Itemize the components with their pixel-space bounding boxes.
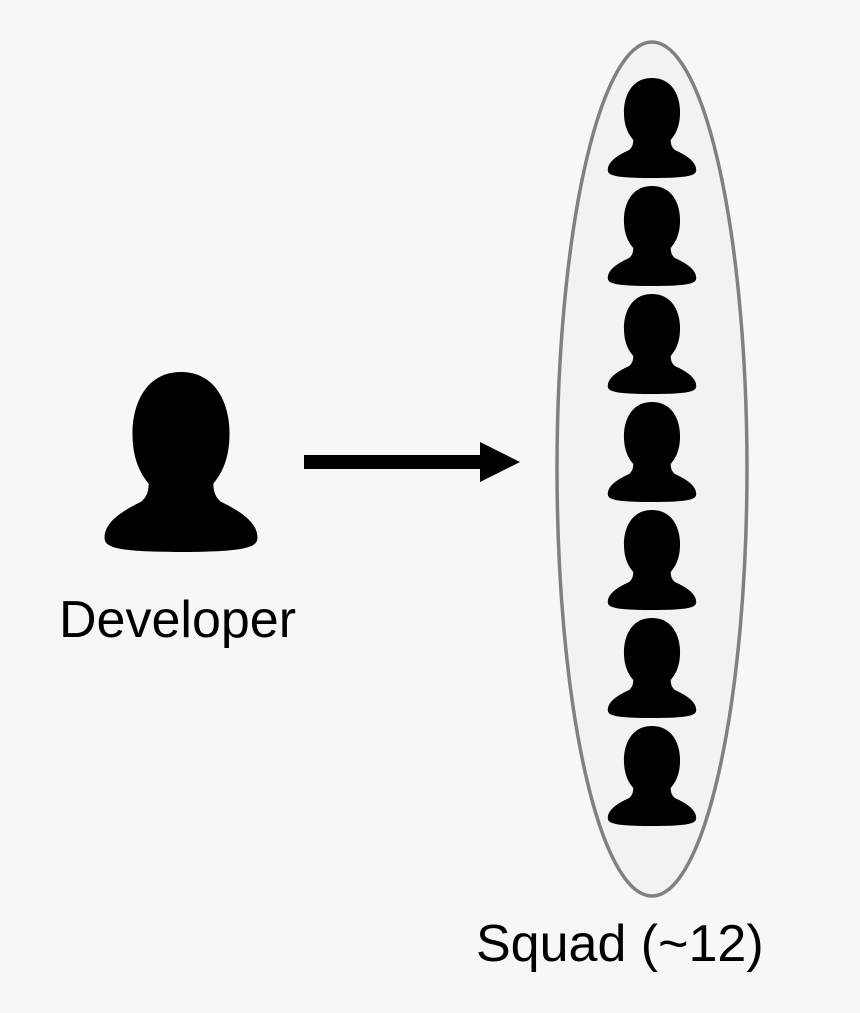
squad-label: Squad (~12) (476, 915, 764, 973)
developer-person-icon (104, 372, 258, 552)
developer-label: Developer (59, 591, 297, 649)
arrow-right-icon (304, 442, 520, 482)
